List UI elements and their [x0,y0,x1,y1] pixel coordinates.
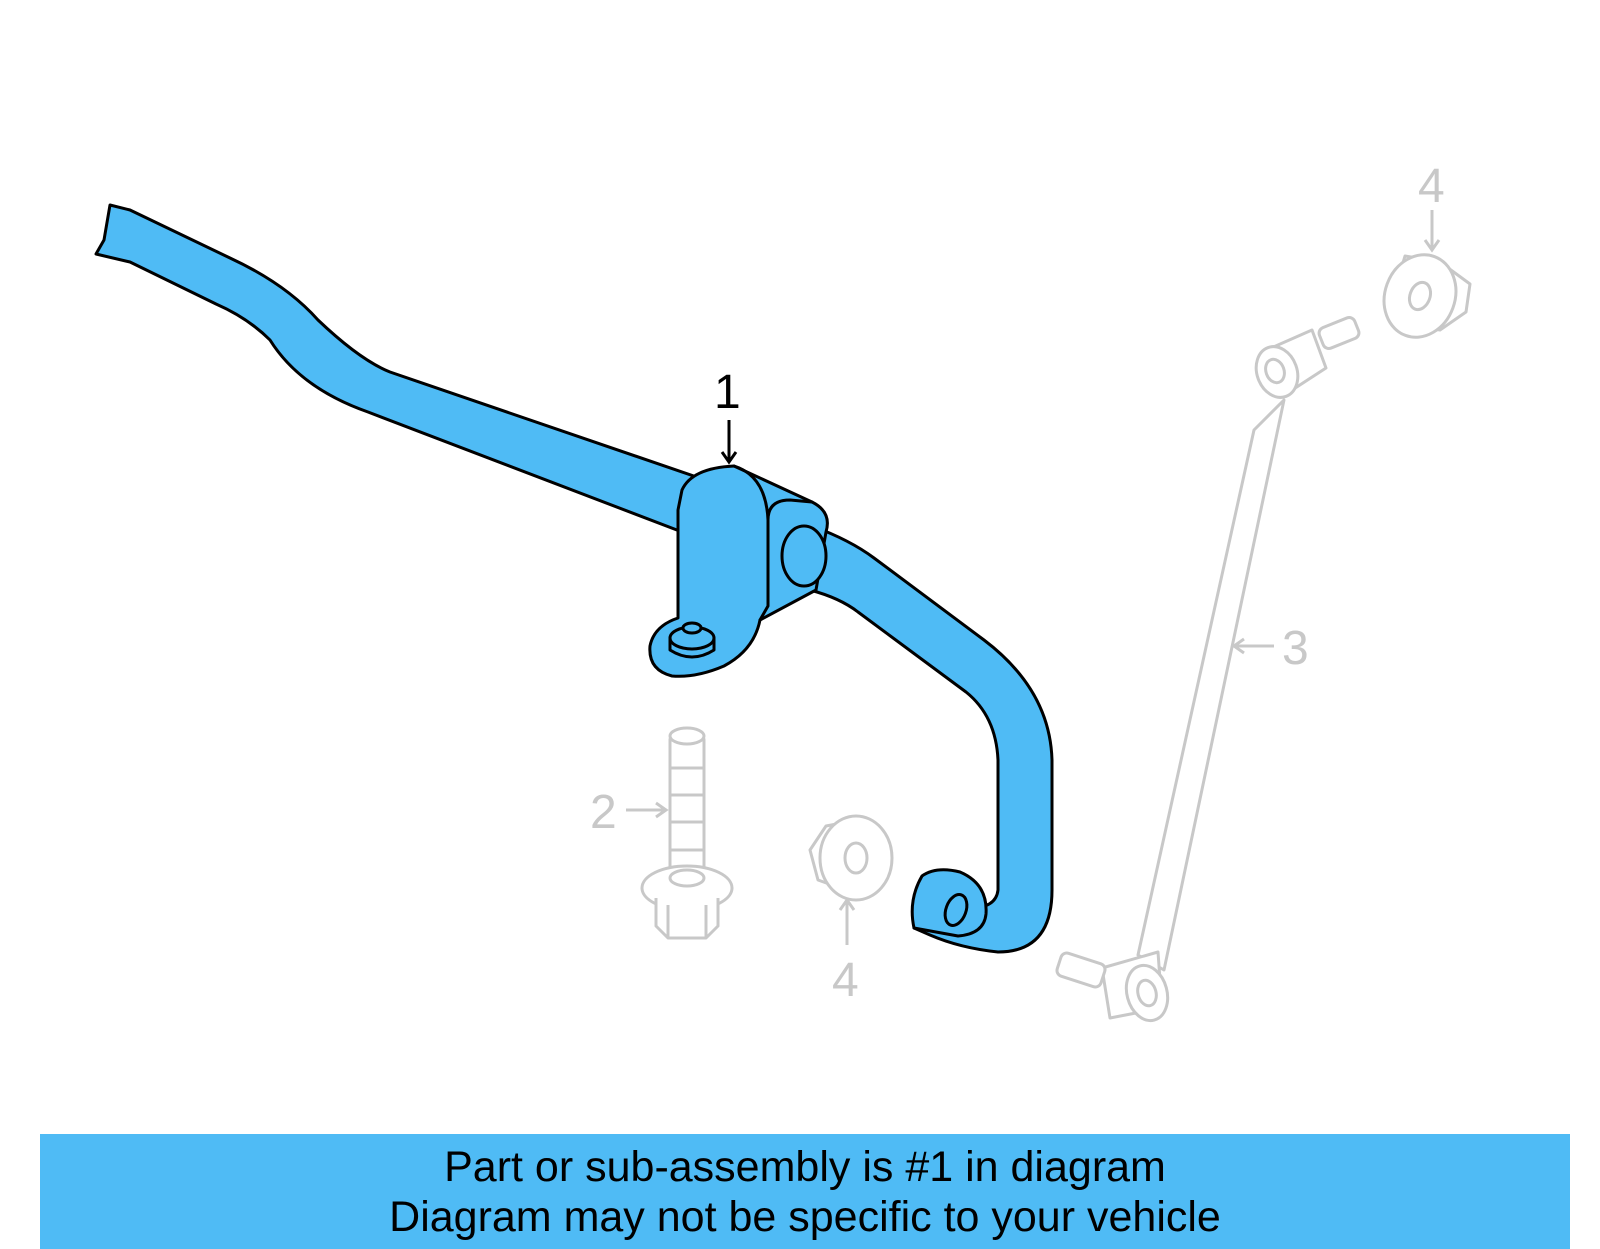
callout-arrow-1 [720,420,738,465]
callout-label-4-lower: 4 [832,954,859,1007]
callout-arrow-3 [1231,637,1274,655]
callout-label-3: 3 [1282,622,1309,675]
banner-line-part-number: Part or sub-assembly is #1 in diagram [444,1142,1166,1191]
callout-arrow-2 [626,801,669,819]
flange-nut-upper [1382,253,1472,339]
flange-bolt [640,726,734,940]
info-banner: Part or sub-assembly is #1 in diagram Di… [40,1134,1570,1249]
callout-label-1: 1 [714,366,741,419]
stabilizer-link [1055,315,1361,1023]
callout-arrow-4-lower [838,897,856,945]
callout-label-2: 2 [590,786,617,839]
flange-nut-lower [808,814,894,902]
parts-diagram: 1 2 3 4 4 [94,160,1472,1023]
callout-label-4-upper: 4 [1418,160,1445,213]
stabilizer-bar [94,203,1054,954]
callout-arrow-4-upper [1423,210,1441,253]
banner-line-disclaimer: Diagram may not be specific to your vehi… [389,1192,1221,1241]
